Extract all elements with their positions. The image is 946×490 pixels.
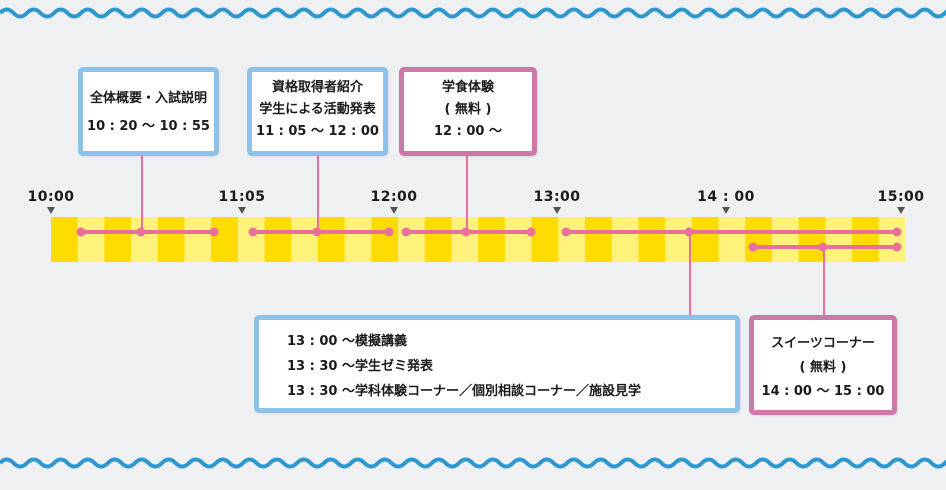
band-stripe (718, 217, 746, 262)
time-bar-mid-dot (461, 227, 471, 237)
event-subtitle: 学生による活動発表 (259, 102, 376, 117)
band-stripe (424, 217, 452, 262)
time-bar-start-dot (76, 227, 86, 237)
band-stripe (798, 217, 826, 262)
band-stripe (291, 217, 319, 262)
event-title: 全体概要・入試説明 (89, 91, 207, 106)
connector-afternoon-program (689, 234, 691, 316)
band-stripe (237, 217, 266, 262)
band-stripe (264, 217, 292, 262)
event-note: ( 無料 ) (799, 360, 847, 375)
connector-sweets (823, 249, 825, 317)
tick-marker-1500 (897, 207, 905, 214)
top-wave-border (0, 7, 946, 19)
time-bar-mid-dot (818, 242, 828, 252)
tick-label-1500: 15:00 (877, 189, 925, 205)
band-stripe (344, 217, 372, 262)
band-stripe (771, 217, 800, 262)
time-bar-afternoon-program (566, 230, 897, 234)
band-stripe (104, 217, 132, 262)
event-title: スイーツコーナー (771, 336, 875, 351)
band-stripe (398, 217, 426, 262)
time-bar-end-dot (892, 227, 902, 237)
band-stripe (51, 217, 79, 262)
event-time: 14 : 00 〜 15 : 00 (761, 384, 885, 399)
program-item: 13 : 30 〜学科体験コーナー／個別相談コーナー／施設見学 (287, 384, 641, 399)
tick-label-1105: 11:05 (218, 189, 266, 205)
band-stripe (504, 217, 533, 262)
event-time: 10 : 20 〜 10 : 55 (87, 119, 210, 134)
band-stripe (211, 217, 239, 262)
band-stripe (478, 217, 506, 262)
band-stripe (852, 217, 880, 262)
program-item: 13 : 30 〜学生ゼミ発表 (287, 359, 433, 374)
band-stripe (878, 217, 905, 262)
program-item: 13 : 00 〜模擬講義 (287, 334, 407, 349)
band-stripe (691, 217, 719, 262)
time-bar-start-dot (748, 242, 758, 252)
band-stripe (531, 217, 559, 262)
band-stripe (157, 217, 185, 262)
band-stripe (585, 217, 613, 262)
band-stripe (371, 217, 399, 262)
event-box-presentations: 資格取得者紹介 学生による活動発表 11 : 05 〜 12 : 00 (247, 67, 388, 156)
tick-marker-1400 (722, 207, 730, 214)
event-time: 12 : 00 〜 (434, 124, 502, 139)
time-bar-end-dot (384, 227, 394, 237)
connector-presentations (317, 155, 319, 231)
band-stripe (558, 217, 586, 262)
band-stripe (131, 217, 159, 262)
time-bar-start-dot (561, 227, 571, 237)
tick-marker-1000 (47, 207, 55, 214)
band-stripe (825, 217, 853, 262)
tick-label-1300: 13:00 (533, 189, 581, 205)
event-box-cafeteria: 学食体験 ( 無料 ) 12 : 00 〜 (399, 67, 537, 156)
event-box-overview: 全体概要・入試説明 10 : 20 〜 10 : 55 (78, 67, 219, 156)
event-box-afternoon-program: 13 : 00 〜模擬講義 13 : 30 〜学生ゼミ発表 13 : 30 〜学… (254, 315, 740, 413)
time-bar-mid-dot (312, 227, 322, 237)
bottom-wave-border (0, 457, 946, 469)
band-stripe (318, 217, 346, 262)
time-bar-start-dot (248, 227, 258, 237)
event-time: 11 : 05 〜 12 : 00 (256, 124, 379, 139)
tick-marker-1105 (238, 207, 246, 214)
tick-marker-1300 (553, 207, 561, 214)
tick-label-1400: 14 : 00 (697, 189, 755, 205)
time-bar-end-dot (209, 227, 219, 237)
event-title: 学食体験 (441, 80, 494, 95)
time-bar-mid-dot (136, 227, 146, 237)
time-bar-overview (81, 230, 214, 234)
band-stripe (611, 217, 639, 262)
connector-cafeteria (466, 155, 468, 231)
band-stripe (451, 217, 479, 262)
time-bar-end-dot (526, 227, 536, 237)
band-stripe (665, 217, 693, 262)
band-stripe (745, 217, 773, 262)
event-title: 資格取得者紹介 (271, 80, 363, 95)
tick-label-1200: 12:00 (370, 189, 418, 205)
connector-overview (141, 155, 143, 231)
event-note: ( 無料 ) (444, 102, 492, 117)
tick-marker-1200 (390, 207, 398, 214)
time-bar-end-dot (892, 242, 902, 252)
time-bar-start-dot (401, 227, 411, 237)
timeline-band (51, 217, 905, 262)
band-stripe (184, 217, 212, 262)
band-stripe (77, 217, 105, 262)
event-box-sweets: スイーツコーナー ( 無料 ) 14 : 00 〜 15 : 00 (749, 315, 897, 415)
band-stripe (638, 217, 666, 262)
time-bar-mid-dot (684, 227, 694, 237)
tick-label-1000: 10:00 (27, 189, 75, 205)
